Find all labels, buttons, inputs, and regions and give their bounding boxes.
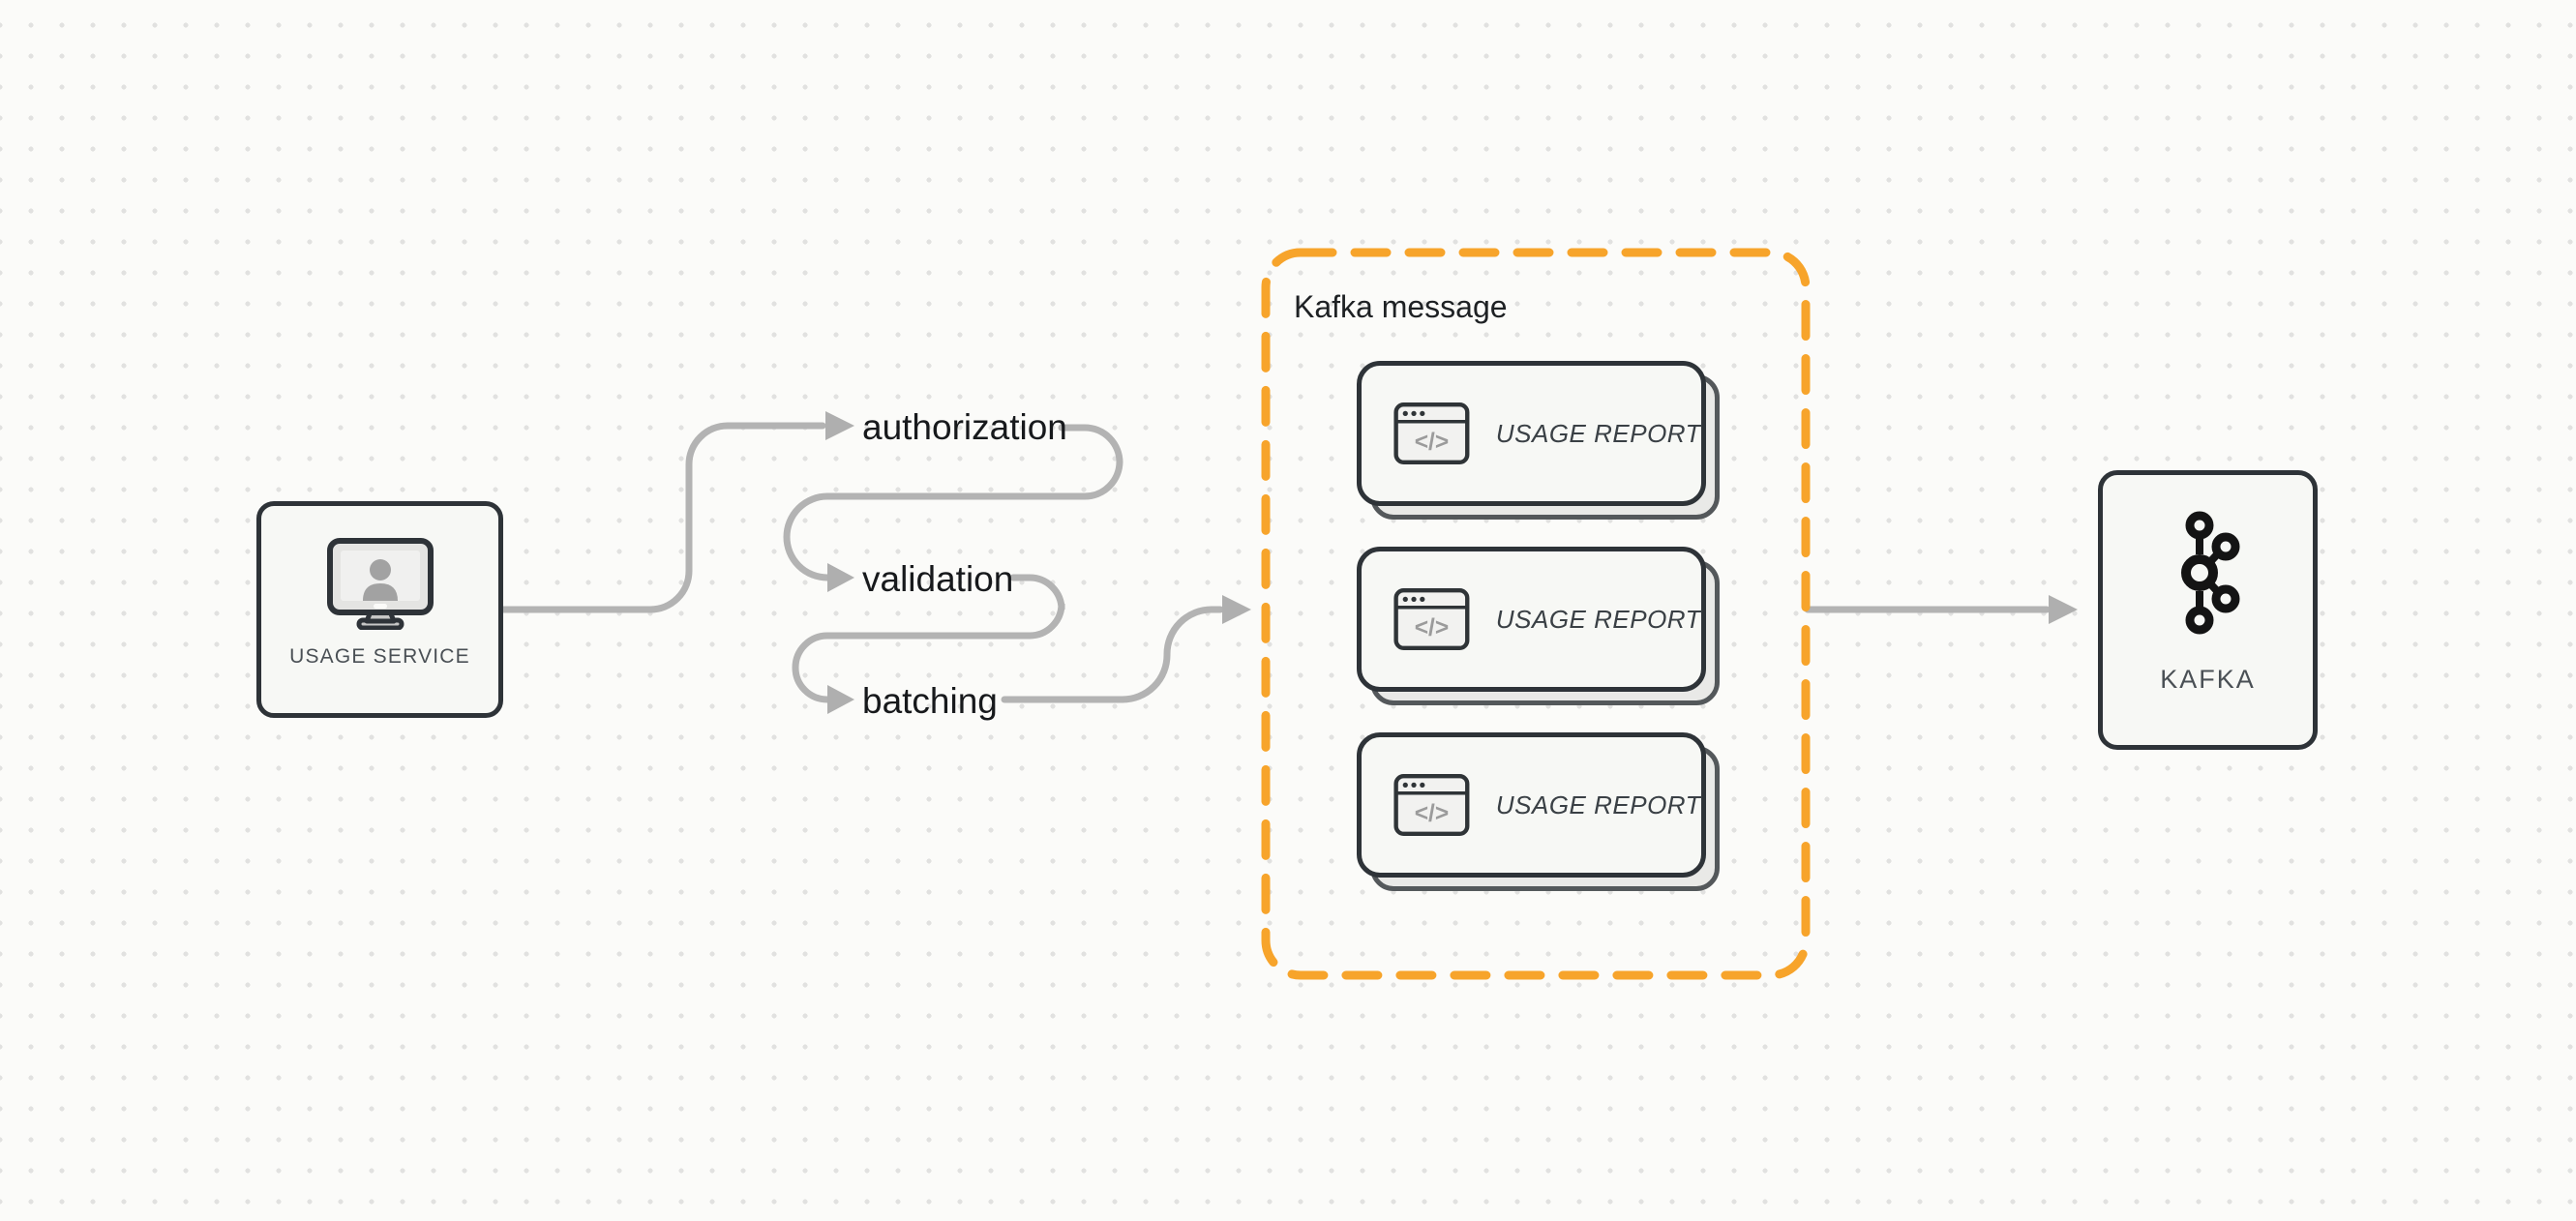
arrow-usage-to-authorization xyxy=(499,422,826,613)
kafka-logo-icon xyxy=(2180,511,2239,635)
arrowhead xyxy=(1222,595,1251,624)
arrow-validation-to-batching xyxy=(792,574,1065,703)
kafka-node: KAFKA xyxy=(2098,470,2318,750)
usage-report-card-front: </> USAGE REPORT xyxy=(1357,547,1706,692)
usage-report-card-front: </> USAGE REPORT xyxy=(1357,361,1706,506)
arrowhead xyxy=(2049,595,2078,624)
usage-report-card-front: </> USAGE REPORT xyxy=(1357,732,1706,878)
code-window-icon: </> xyxy=(1393,402,1470,464)
usage-report-card: </> USAGE REPORT xyxy=(1357,732,1720,891)
usage-report-label: USAGE REPORT xyxy=(1495,789,1701,819)
svg-text:</>: </> xyxy=(1415,615,1449,641)
usage-report-card: </> USAGE REPORT xyxy=(1357,361,1720,520)
kafka-message-dashed-border xyxy=(1261,248,1811,980)
arrowhead xyxy=(825,411,854,440)
step-batching: batching xyxy=(862,681,998,721)
kafka-message-title: Kafka message xyxy=(1294,289,1508,324)
usage-service-node: USAGE SERVICE xyxy=(256,501,503,718)
code-window-icon: </> xyxy=(1393,774,1470,836)
arrowhead xyxy=(827,563,854,592)
usage-report-card: </> USAGE REPORT xyxy=(1357,547,1720,705)
arrow-batching-to-kafka-message xyxy=(1001,606,1224,703)
svg-text:</>: </> xyxy=(1415,801,1449,827)
step-validation: validation xyxy=(862,559,1014,599)
kafka-message-group: Kafka message </> USAGE REPORT xyxy=(1266,253,1806,975)
usage-report-label: USAGE REPORT xyxy=(1495,418,1701,448)
svg-text:</>: </> xyxy=(1415,430,1449,456)
monitor-user-icon xyxy=(326,538,434,630)
code-window-icon: </> xyxy=(1393,588,1470,650)
usage-service-label: USAGE SERVICE xyxy=(289,645,470,668)
arrowhead xyxy=(827,685,854,714)
arrow-authorization-to-validation xyxy=(783,424,1123,581)
kafka-label: KAFKA xyxy=(2160,665,2256,694)
usage-report-label: USAGE REPORT xyxy=(1495,604,1701,634)
step-authorization: authorization xyxy=(862,407,1067,447)
